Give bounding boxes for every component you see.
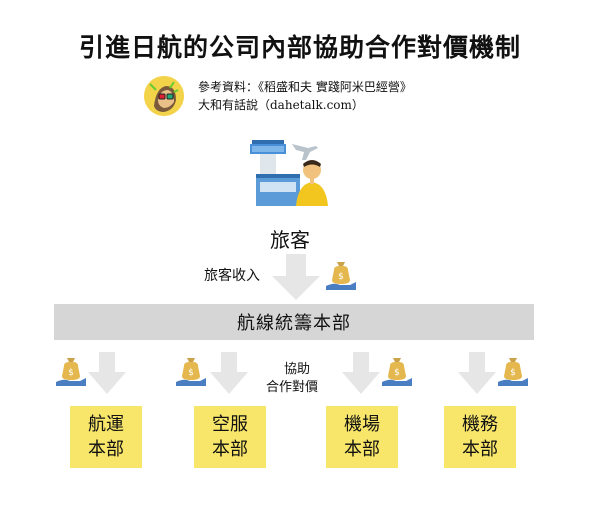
down-arrow xyxy=(86,352,128,400)
passenger-airport-icon xyxy=(246,134,330,210)
department-line-2: 本部 xyxy=(344,439,380,460)
department-line-2: 本部 xyxy=(88,439,124,460)
department-line-1: 航運 xyxy=(88,414,124,435)
money-bag-hand-icon: $ xyxy=(326,258,356,294)
reference-line-1: 參考資料：《稻盛和夫 實踐阿米巴經營》 xyxy=(198,80,412,94)
department-line-1: 機務 xyxy=(462,414,498,435)
svg-text:$: $ xyxy=(510,368,516,378)
down-arrow xyxy=(208,352,250,400)
department-line-1: 空服 xyxy=(212,414,248,435)
page-title: 引進日航的公司內部協助合作對價機制 xyxy=(78,33,521,62)
svg-text:$: $ xyxy=(394,368,400,378)
route-hq-bar: 航線統籌本部 xyxy=(54,304,534,340)
revenue-arrow xyxy=(270,254,322,306)
money-bag-hand-icon: $ xyxy=(56,354,86,390)
svg-text:$: $ xyxy=(188,368,194,378)
department-line-1: 機場 xyxy=(344,414,380,435)
department-box: 機場 本部 xyxy=(326,406,398,468)
route-hq-label: 航線統籌本部 xyxy=(237,313,351,334)
down-arrow xyxy=(456,352,498,400)
cooperation-label-1: 協助 xyxy=(284,362,311,377)
reference-line-2: 大和有話說（dahetalk.com） xyxy=(198,98,364,112)
department-line-2: 本部 xyxy=(212,439,248,460)
money-bag-hand-icon: $ xyxy=(498,354,528,390)
passenger-label: 旅客 xyxy=(270,228,310,252)
revenue-label: 旅客收入 xyxy=(204,268,260,284)
svg-text:$: $ xyxy=(338,272,344,282)
department-box: 空服 本部 xyxy=(194,406,266,468)
cooperation-label-2: 合作對價 xyxy=(266,380,319,395)
svg-text:$: $ xyxy=(68,368,74,378)
money-bag-hand-icon: $ xyxy=(382,354,412,390)
money-bag-hand-icon: $ xyxy=(176,354,206,390)
department-line-2: 本部 xyxy=(462,439,498,460)
author-avatar xyxy=(144,76,184,116)
department-box: 航運 本部 xyxy=(70,406,142,468)
department-box: 機務 本部 xyxy=(444,406,516,468)
down-arrow xyxy=(340,352,382,400)
